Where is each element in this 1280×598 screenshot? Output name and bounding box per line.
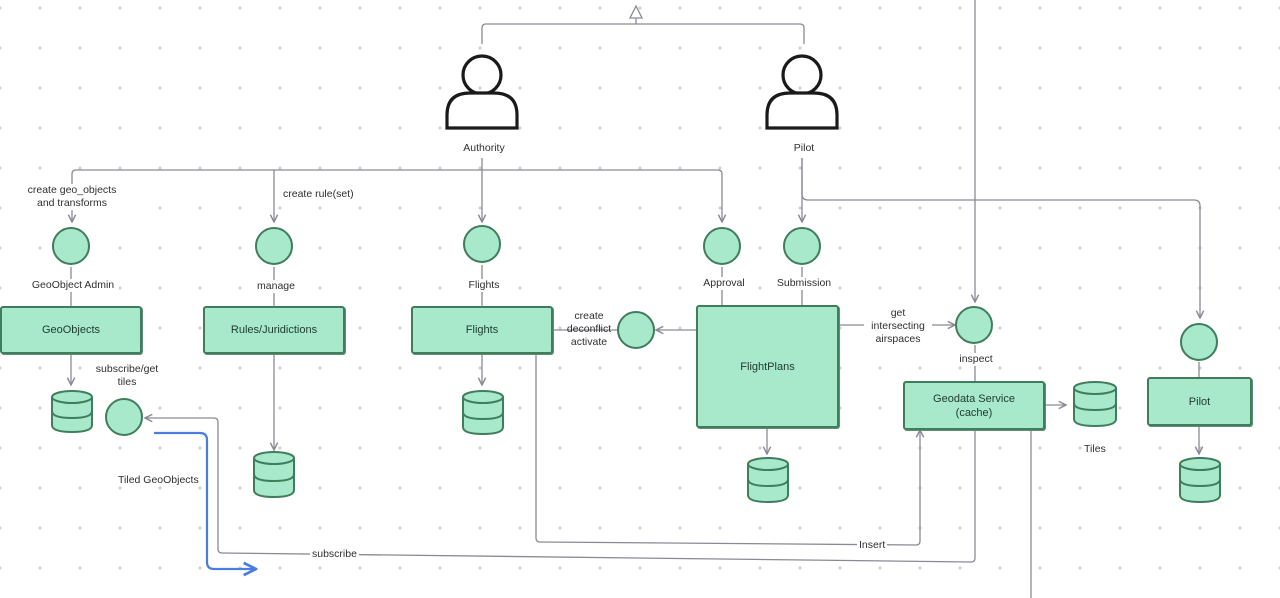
approval-label: Approval <box>697 277 751 290</box>
submission-label: Submission <box>772 277 836 290</box>
authority-label: Authority <box>463 142 505 154</box>
flights-database-icon <box>462 390 504 436</box>
subscribe-path <box>145 418 976 563</box>
subscribe-get-tiles-label: subscribe/get tiles <box>90 363 164 389</box>
generalization-arrowhead <box>628 4 644 19</box>
authority-to-approval <box>482 169 722 222</box>
tiles-interface-icon <box>105 398 143 436</box>
inspect-interface-icon <box>955 306 993 344</box>
pilot-to-pilot-service <box>801 158 1200 318</box>
geoobjects-box[interactable]: GeoObjects <box>0 306 142 354</box>
geoadmin-interface-icon <box>52 227 90 265</box>
tiles-database-icon <box>1073 381 1117 428</box>
create-rule-label: create rule(set) <box>283 188 354 200</box>
create-geo-objects-label: create geo_objects and transforms <box>20 184 124 210</box>
geoobjects-database-icon <box>51 390 93 434</box>
flights-interface-label: Flights <box>462 279 506 292</box>
rules-database-icon <box>253 451 295 499</box>
authority-actor <box>445 54 519 130</box>
generalization-line <box>481 23 805 44</box>
subscribe-label: subscribe <box>310 548 359 561</box>
insert-label: Insert <box>857 539 888 552</box>
flights-insert-path <box>535 354 920 546</box>
authority-to-geoadmin <box>72 158 483 222</box>
manage-label: manage <box>251 280 301 293</box>
database-icons <box>51 381 1221 504</box>
pilot-actor <box>765 54 839 130</box>
highlight-arrow <box>154 431 256 569</box>
tiled-geoobjects-label: Tiled GeoObjects <box>118 474 199 486</box>
deconflict-interface-icon <box>617 311 655 349</box>
geodata-service-box[interactable]: Geodata Service (cache) <box>903 381 1045 430</box>
geoobject-admin-label: GeoObject Admin <box>27 279 119 292</box>
flightplans-box[interactable]: FlightPlans <box>696 305 839 428</box>
pilot-interface-icon <box>1180 323 1218 361</box>
create-deconflict-activate-label: create deconflict activate <box>566 310 612 348</box>
approval-interface-icon <box>703 227 741 265</box>
manage-interface-icon <box>255 227 293 265</box>
rules-juridictions-box[interactable]: Rules/Juridictions <box>203 306 345 354</box>
flights-interface-icon <box>463 225 501 263</box>
get-intersecting-airspaces-label: get intersecting airspaces <box>864 307 932 346</box>
submission-interface-icon <box>783 227 821 265</box>
pilot-database-icon <box>1179 457 1221 504</box>
pilot-box[interactable]: Pilot <box>1147 377 1252 426</box>
tiles-label: Tiles <box>1084 443 1106 455</box>
flights-box[interactable]: Flights <box>411 306 553 354</box>
pilot-label: Pilot <box>793 142 815 154</box>
flightplans-database-icon <box>747 457 789 504</box>
inspect-label: inspect <box>953 353 999 366</box>
